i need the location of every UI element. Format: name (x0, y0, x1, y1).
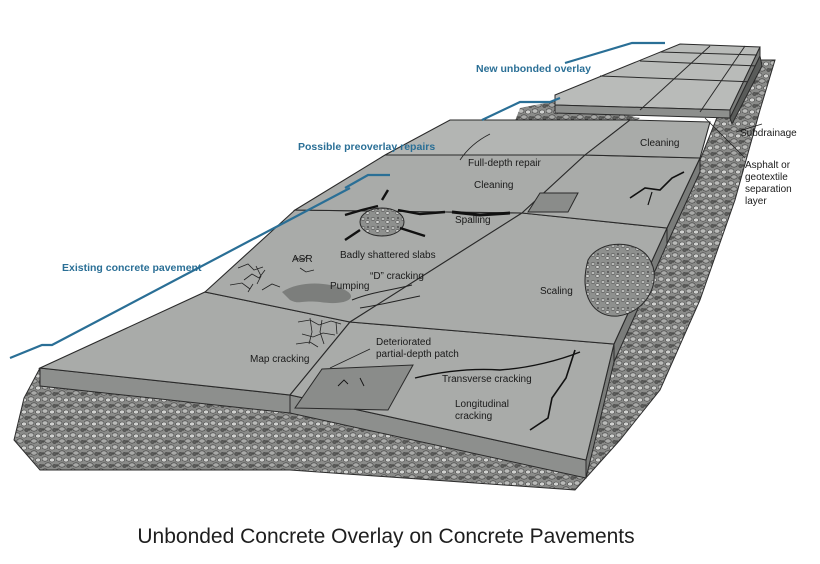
label-deteriorated-2: partial-depth patch (376, 349, 459, 360)
figure-caption: Unbonded Concrete Overlay on Concrete Pa… (137, 525, 634, 548)
slab-side-faces (39, 157, 701, 479)
spalling-damage (344, 189, 511, 241)
label-separation-2: geotextile (745, 172, 788, 183)
full-depth-patch (527, 192, 579, 213)
callout-new-overlay: New unbonded overlay (476, 63, 591, 75)
asr-cracking (229, 254, 315, 293)
label-longitudinal-1: Longitudinal (455, 399, 509, 410)
label-cleaning-mid: Cleaning (474, 180, 513, 191)
label-separation-4: layer (745, 196, 767, 207)
label-asr: ASR (292, 254, 313, 265)
d-cracking (351, 284, 421, 309)
label-d-cracking: “D” cracking (370, 271, 424, 282)
pumping-stain (282, 283, 351, 304)
new-overlay (554, 43, 763, 126)
label-separation-1: Asphalt or (745, 160, 791, 171)
label-pumping: Pumping (330, 281, 369, 292)
label-transverse-cracking: Transverse cracking (442, 374, 532, 385)
cracks (337, 171, 685, 431)
label-separation-3: separation (745, 184, 792, 195)
map-cracking-pattern (295, 317, 342, 348)
label-cleaning-top: Cleaning (640, 138, 679, 149)
slab-upper-right (583, 119, 711, 159)
label-longitudinal-2: cracking (455, 411, 492, 422)
label-map-cracking: Map cracking (250, 354, 309, 365)
scaling-area (584, 243, 655, 317)
label-full-depth-repair: Full-depth repair (468, 158, 541, 169)
callout-preoverlay-repairs: Possible preoverlay repairs (298, 141, 435, 153)
patches (294, 192, 579, 411)
partial-depth-patch (294, 364, 414, 411)
label-shattered-slabs: Badly shattered slabs (340, 250, 436, 261)
callout-existing-pavement: Existing concrete pavement (62, 262, 202, 274)
label-spalling: Spalling (455, 215, 491, 226)
label-deteriorated-1: Deteriorated (376, 337, 431, 348)
callout-brackets (9, 41, 665, 360)
label-subdrainage: Subdrainage (740, 128, 797, 139)
leader-lines (329, 117, 763, 369)
label-scaling: Scaling (540, 286, 573, 297)
